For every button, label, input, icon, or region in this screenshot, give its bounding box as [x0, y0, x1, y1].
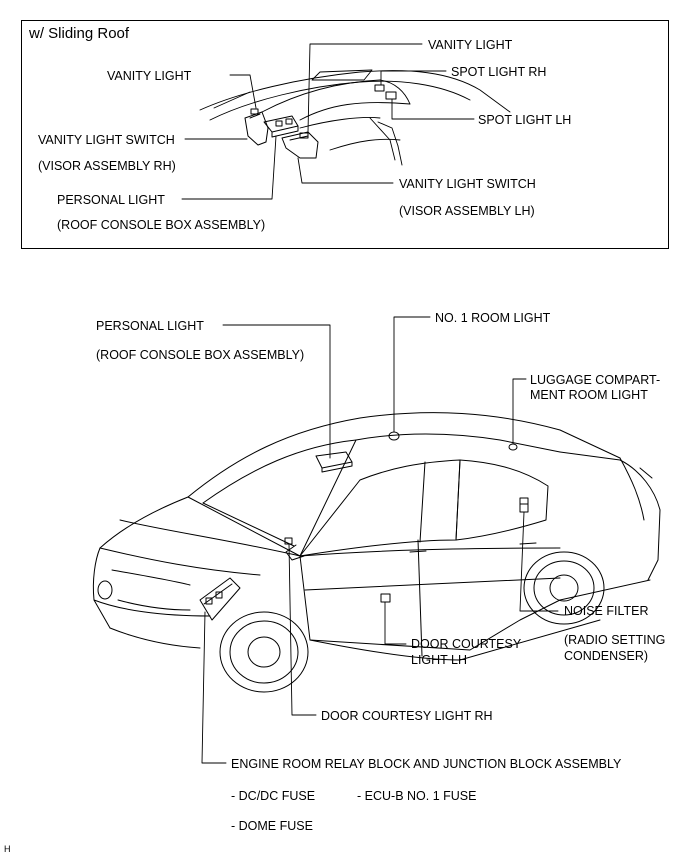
inset-label-spot-light-rh: SPOT LIGHT RH — [451, 65, 547, 79]
label-personal-light: PERSONAL LIGHT — [96, 319, 204, 333]
inset-spot-lights — [374, 84, 397, 100]
main-luggage-light — [508, 443, 518, 451]
label-door-courtesy-lh-line1: DOOR COURTESY — [411, 637, 522, 651]
main-room-light — [388, 431, 400, 441]
main-console-box — [315, 451, 353, 473]
inset-label-roof-console-box: (ROOF CONSOLE BOX ASSEMBLY) — [57, 218, 266, 232]
sliding-roof-inset-frame — [21, 20, 669, 249]
label-dome-fuse: - DOME FUSE — [231, 819, 313, 833]
inset-visor-rh — [244, 108, 269, 146]
inset-label-vanity-light-switch-rh: VANITY LIGHT SWITCH — [38, 133, 175, 147]
label-radio-setting-line1: (RADIO SETTING — [564, 633, 666, 647]
label-dcdc-fuse: - DC/DC FUSE — [231, 789, 316, 803]
label-luggage-line2: MENT ROOM LIGHT — [530, 388, 648, 402]
inset-label-visor-assembly-lh: (VISOR ASSEMBLY LH) — [399, 204, 535, 218]
figure-code: H — [4, 844, 11, 854]
label-radio-setting-line2: CONDENSER) — [564, 649, 649, 663]
label-luggage-line1: LUGGAGE COMPART- — [530, 373, 661, 387]
label-roof-console-box: (ROOF CONSOLE BOX ASSEMBLY) — [96, 348, 305, 362]
inset-title: w/ Sliding Roof — [29, 25, 130, 42]
label-ecub-fuse: - ECU-B NO. 1 FUSE — [357, 789, 477, 803]
inset-label-vanity-light-switch-lh: VANITY LIGHT SWITCH — [399, 177, 536, 191]
inset-label-visor-assembly-rh: (VISOR ASSEMBLY RH) — [38, 159, 176, 173]
label-door-courtesy-lh-line2: LIGHT LH — [411, 653, 468, 667]
main-door-courtesy-lh — [380, 593, 391, 603]
main-leader-lines — [201, 316, 559, 764]
car-body — [92, 412, 661, 661]
main-noise-filter — [519, 497, 529, 513]
inset-visor-lh — [281, 131, 319, 159]
car-wheels — [219, 551, 605, 693]
main-engine-room-block — [199, 577, 241, 621]
inset-label-spot-light-lh: SPOT LIGHT LH — [478, 113, 572, 127]
inset-leader-lines — [181, 43, 475, 200]
inset-roof-outline — [199, 69, 511, 166]
label-no1-room-light: NO. 1 ROOM LIGHT — [435, 311, 551, 325]
label-engine-room-block: ENGINE ROOM RELAY BLOCK AND JUNCTION BLO… — [231, 757, 622, 771]
inset-label-personal-light: PERSONAL LIGHT — [57, 193, 165, 207]
main-door-courtesy-rh — [284, 537, 293, 545]
label-door-courtesy-rh: DOOR COURTESY LIGHT RH — [321, 709, 493, 723]
inset-console-box — [263, 115, 299, 138]
inset-label-vanity-light-left: VANITY LIGHT — [107, 69, 192, 83]
inset-label-vanity-light-top: VANITY LIGHT — [428, 38, 513, 52]
